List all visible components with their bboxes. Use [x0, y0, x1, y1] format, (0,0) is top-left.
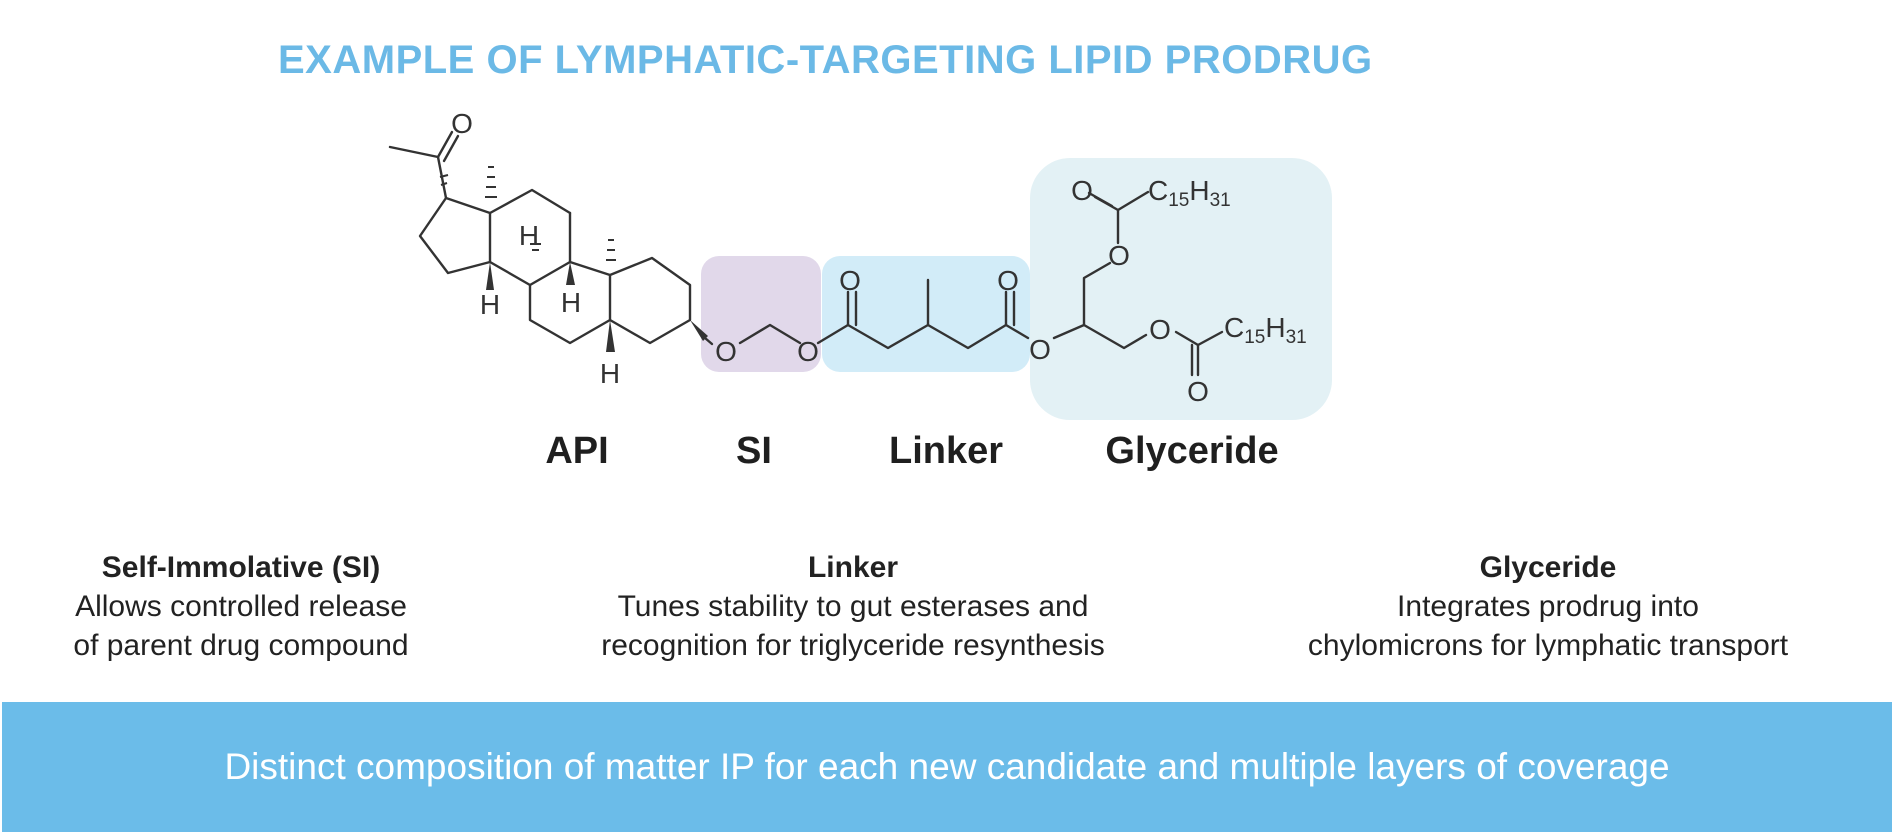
footer-banner-text: Distinct composition of matter IP for ea… — [224, 746, 1670, 787]
segment-label-linker: Linker — [888, 430, 1004, 472]
atom-o-linker-1: O — [839, 265, 861, 296]
segment-label-si: SI — [736, 430, 772, 472]
prodrug-structure: O H H H H O O O O O O O O O C15H31 C15H3… — [388, 108, 1332, 420]
atom-o-glycerol: O — [1029, 334, 1051, 365]
atom-o-carbonyl-2: O — [1187, 376, 1209, 407]
bond-lines — [388, 130, 1224, 377]
atom-o-si-1: O — [715, 336, 737, 367]
footer-banner: Distinct composition of matter IP for ea… — [2, 702, 1892, 832]
atom-labels: O H H H H O O O O O O O O O C15H31 C15H3… — [451, 108, 1307, 407]
description-linker-line-2: recognition for triglyceride resynthesis — [601, 629, 1105, 662]
atom-o-carbonyl-1: O — [1071, 175, 1093, 206]
slide-title: EXAMPLE OF LYMPHATIC-TARGETING LIPID PRO… — [278, 38, 1373, 82]
description-glyceride-heading: Glyceride — [1479, 551, 1617, 584]
description-glyceride-line-2: chylomicrons for lymphatic transport — [1307, 629, 1789, 662]
segment-label-glyceride: Glyceride — [1105, 430, 1279, 472]
atom-o-ester-2: O — [1149, 314, 1171, 345]
chain-formula-lower: C15H31 — [1224, 312, 1307, 348]
chain-formula-upper: C15H31 — [1148, 175, 1231, 211]
stereo-hashes — [439, 166, 616, 261]
atom-o-linker-2: O — [997, 265, 1019, 296]
atom-h-2: H — [519, 220, 539, 251]
stereo-wedges — [486, 262, 708, 352]
atom-h-1: H — [480, 289, 500, 320]
description-glyceride: Glyceride Integrates prodrug into chylom… — [1308, 548, 1788, 665]
atom-o-acetyl: O — [451, 108, 473, 139]
atom-h-3: H — [561, 287, 581, 318]
glyceride-highlight-box — [1030, 158, 1332, 420]
atom-o-ester-1: O — [1108, 240, 1130, 271]
atom-h-4: H — [600, 358, 620, 389]
segment-label-api: API — [545, 430, 609, 472]
atom-o-si-2: O — [797, 336, 819, 367]
description-si-line-2: of parent drug compound — [73, 629, 409, 662]
description-si-line-1: Allows controlled release — [75, 590, 407, 623]
description-linker-heading: Linker — [807, 551, 899, 584]
description-si-heading: Self-Immolative (SI) — [101, 551, 381, 584]
description-si: Self-Immolative (SI) Allows controlled r… — [73, 548, 408, 665]
si-highlight-box — [701, 256, 821, 372]
description-linker: Linker Tunes stability to gut esterases … — [601, 548, 1105, 665]
description-linker-line-1: Tunes stability to gut esterases and — [617, 590, 1089, 623]
description-glyceride-line-1: Integrates prodrug into — [1397, 590, 1699, 623]
